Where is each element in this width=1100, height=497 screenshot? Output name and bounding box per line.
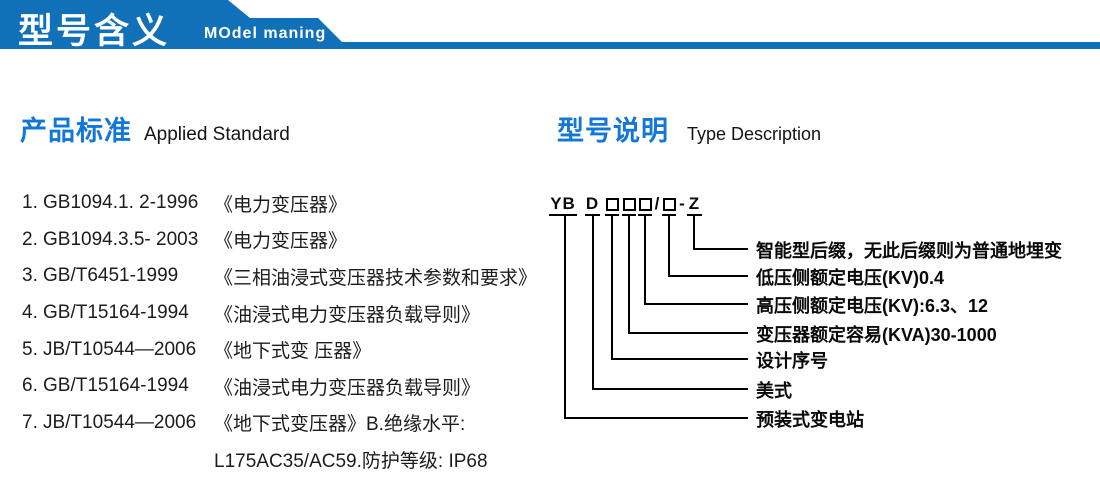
list-item: 6. GB/T15164-1994 《油浸式电力变压器负载导则》	[22, 368, 488, 405]
standard-code: GB/T15164-1994	[43, 375, 189, 397]
item-number: 4.	[22, 302, 38, 324]
diagram-label-capacity: 变压器额定容易(KVA)30-1000	[756, 325, 997, 345]
standard-title: 《油浸式电力变压器负载导则》	[214, 377, 481, 399]
list-item: 5. JB/T10544—2006 《地下式变 压器》	[22, 331, 488, 368]
header-banner: 型号含义 MOdel maning	[0, 0, 1100, 49]
item-number: 3.	[22, 265, 38, 287]
code-suffix: Z	[687, 195, 702, 216]
list-item: 1. GB1094.1. 2-1996 《电力变压器》	[22, 185, 488, 222]
list-item: 4. GB/T15164-1994 《油浸式电力变压器负载导则》	[22, 295, 488, 332]
item-number: 2.	[22, 228, 38, 250]
standards-heading-en: Applied Standard	[144, 124, 290, 145]
standard-code: GB1094.1. 2-1996	[43, 192, 199, 214]
standard-code: JB/T10544—2006	[43, 338, 197, 360]
code-placeholder-box	[605, 195, 619, 216]
connector-box3	[644, 303, 748, 305]
standard-title: 《电力变压器》	[214, 194, 348, 216]
standards-list: 1. GB1094.1. 2-1996 《电力变压器》 2. GB1094.3.…	[22, 185, 537, 478]
standard-title: 《三相油浸式变压器技术参数和要求》	[214, 267, 538, 289]
diagram-label-american: 美式	[756, 381, 792, 401]
code-type-letter: D	[585, 195, 600, 216]
placeholder-square-icon	[638, 198, 652, 211]
code-placeholder-box	[662, 195, 676, 216]
standard-title: 《地下式变 压器》	[214, 341, 372, 363]
standards-section-heading: 产品标准 Applied Standard	[20, 109, 290, 148]
diagram-label-design: 设计序号	[756, 351, 828, 371]
leader-line-box4	[668, 214, 670, 277]
code-prefix: YB	[549, 195, 577, 216]
leader-line-box1	[611, 214, 613, 360]
standard-code: JB/T10544—2006	[43, 411, 197, 433]
leader-line-box3	[644, 214, 646, 305]
type-description-section-heading: 型号说明 Type Description	[557, 109, 821, 148]
standard-title: 《油浸式电力变压器负载导则》	[214, 304, 481, 326]
connector-type	[592, 388, 748, 390]
diagram-label-suffix: 智能型后缀，无此后缀则为普通地埋变	[756, 241, 1062, 261]
diagram-label-prefab: 预装式变电站	[756, 410, 864, 430]
typedesc-heading-zh: 型号说明	[557, 116, 669, 146]
standards-heading-zh: 产品标准	[20, 116, 132, 146]
code-placeholder-box	[638, 195, 652, 216]
placeholder-square-icon	[605, 198, 619, 211]
connector-suffix	[693, 248, 748, 250]
connector-box4	[668, 275, 748, 277]
item-number: 1.	[22, 192, 38, 214]
connector-prefix	[564, 417, 748, 419]
code-hyphen: -	[679, 194, 686, 213]
standard-title-continuation: L175AC35/AC59.防护等级: IP68	[214, 450, 488, 472]
standard-code: GB/T15164-1994	[43, 302, 189, 324]
diagram-label-hv: 高压侧额定电压(KV):6.3、12	[756, 296, 989, 316]
page-subtitle: MOdel maning	[204, 25, 327, 42]
leader-line-box2	[628, 214, 630, 334]
code-separator: /	[654, 194, 661, 213]
list-item: 2. GB1094.3.5- 2003 《电力变压器》	[22, 222, 488, 259]
code-placeholder-box	[622, 195, 636, 216]
typedesc-heading-en: Type Description	[687, 124, 822, 144]
leader-line-prefix	[564, 214, 566, 419]
placeholder-square-icon	[622, 198, 636, 211]
connector-box2	[628, 332, 748, 334]
standard-title: 《地下式变压器》B.绝缘水平:	[214, 414, 466, 436]
page-title: 型号含义	[18, 12, 171, 51]
item-number: 6.	[22, 375, 38, 397]
item-number: 5.	[22, 338, 38, 360]
list-item: 3. GB/T6451-1999 《三相油浸式变压器技术参数和要求》	[22, 258, 537, 295]
placeholder-square-icon	[662, 198, 676, 211]
leader-line-suffix	[693, 214, 695, 250]
model-code-diagram: YB D / - Z 智能型后缀，无此后缀则为普通地埋变 低压侧额定电压(KV)…	[545, 185, 1100, 447]
connector-box1	[611, 358, 748, 360]
standard-code: GB/T6451-1999	[43, 265, 179, 287]
list-item: 7. JB/T10544—2006 《地下式变压器》B.绝缘水平:	[22, 405, 488, 442]
item-number: 7.	[22, 411, 38, 433]
list-item-continuation: L175AC35/AC59.防护等级: IP68	[22, 441, 488, 478]
standard-code: GB1094.3.5- 2003	[43, 228, 199, 250]
leader-line-type	[592, 214, 594, 390]
diagram-label-lv: 低压侧额定电压(KV)0.4	[756, 268, 945, 288]
standard-title: 《电力变压器》	[214, 231, 348, 253]
